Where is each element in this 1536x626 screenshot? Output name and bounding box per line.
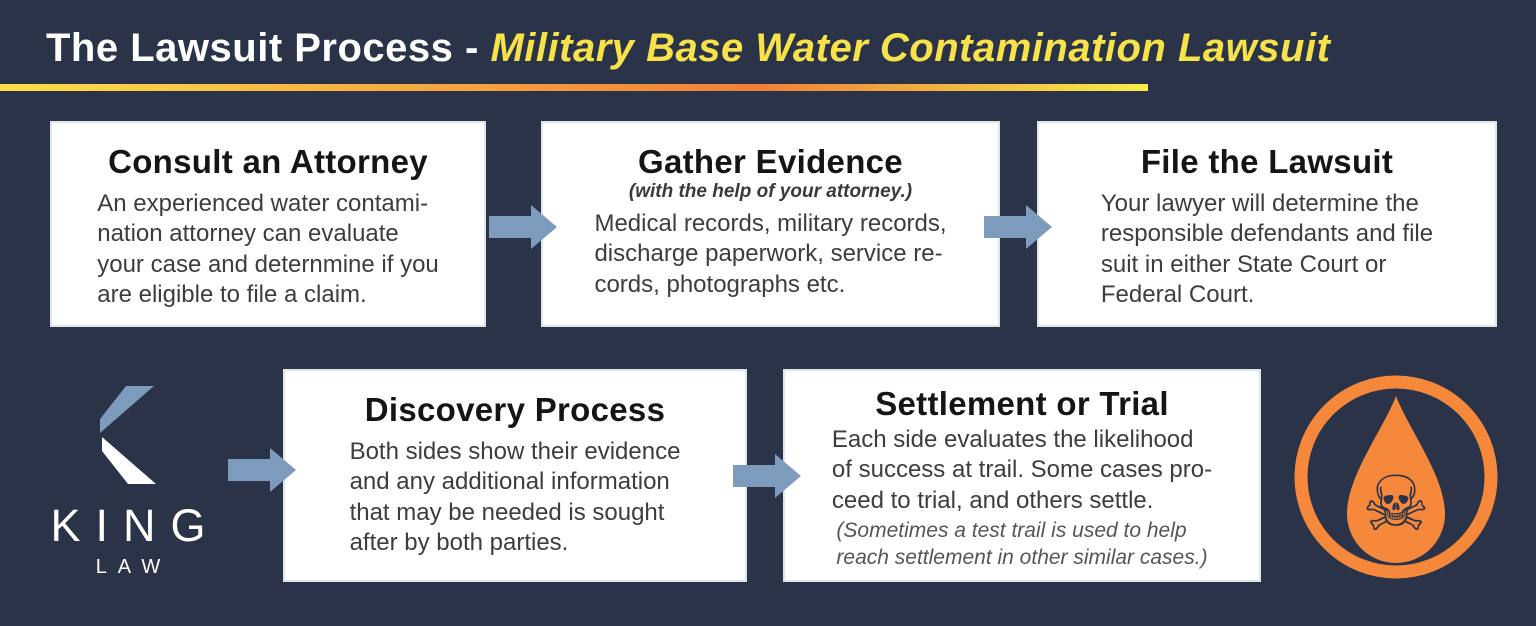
step-card-settlement-or-trial: Settlement or Trial Each side evaluates … bbox=[783, 369, 1261, 582]
page-title-prefix: The Lawsuit Process - bbox=[46, 26, 491, 70]
step-heading: File the Lawsuit bbox=[1140, 143, 1394, 180]
poison-drop-icon: ☠ bbox=[1291, 372, 1501, 582]
logo-subtext: LAW bbox=[95, 556, 172, 578]
step-card-file-lawsuit: File the Lawsuit Your lawyer will determ… bbox=[1037, 121, 1497, 327]
poison-drop-graphic bbox=[1294, 375, 1498, 579]
title-underline bbox=[0, 84, 1148, 91]
step-body: Each side evaluates the likelihood of su… bbox=[831, 426, 1213, 514]
skull-crossbones-icon: ☠ bbox=[1361, 459, 1431, 548]
step-heading: Settlement or Trial bbox=[875, 385, 1169, 422]
king-law-chevron-icon bbox=[100, 386, 156, 484]
flow-arrow-right-icon bbox=[733, 454, 801, 498]
step-card-discovery-process: Discovery Process Both sides show their … bbox=[283, 369, 747, 582]
page-title-highlight: Military Base Water Contamination Lawsui… bbox=[490, 26, 1331, 70]
step-card-consult-attorney: Consult an Attorney An experienced water… bbox=[50, 121, 486, 327]
step-body: Medical records, military records, disch… bbox=[594, 210, 947, 298]
king-law-logo: KING LAW bbox=[40, 386, 216, 579]
flow-arrow-right-icon bbox=[489, 205, 557, 249]
step-heading: Gather Evidence bbox=[638, 143, 903, 180]
page-title: The Lawsuit Process - Military Base Wate… bbox=[46, 26, 1506, 71]
step-body: Both sides show their evidence and any a… bbox=[349, 438, 681, 557]
step-subheading: (with the help of your attorney.) bbox=[628, 181, 913, 202]
step-note: (Sometimes a test trail is used to help … bbox=[836, 519, 1208, 569]
logo-wordmark: KING bbox=[50, 500, 221, 551]
flow-arrow-right-icon bbox=[984, 205, 1052, 249]
step-body: An experienced water contami- nation att… bbox=[97, 190, 439, 309]
step-heading: Consult an Attorney bbox=[108, 143, 428, 180]
step-card-gather-evidence: Gather Evidence (with the help of your a… bbox=[541, 121, 1000, 327]
flow-arrow-right-icon bbox=[228, 448, 296, 492]
step-heading: Discovery Process bbox=[364, 391, 666, 428]
step-body: Your lawyer will determine the responsib… bbox=[1100, 190, 1434, 309]
